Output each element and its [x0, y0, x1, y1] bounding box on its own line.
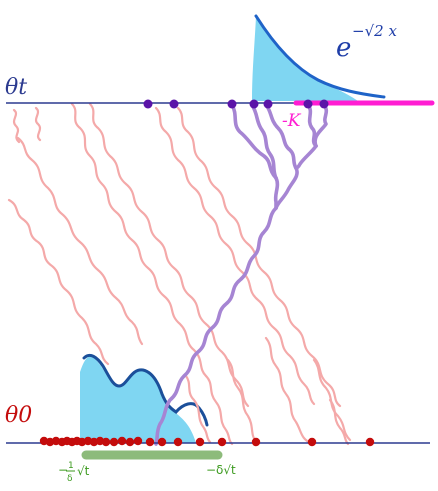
purple-path	[230, 103, 278, 180]
red-dots	[39, 436, 375, 447]
red-dot	[125, 437, 135, 447]
left-bound-prefix: −	[58, 463, 68, 477]
red-path	[226, 358, 258, 444]
purple-dot	[169, 99, 179, 109]
purple-path	[264, 103, 298, 170]
purple-dot	[303, 99, 313, 109]
red-path	[312, 358, 352, 442]
red-dot	[307, 437, 317, 447]
red-path	[328, 398, 350, 446]
purple-path	[294, 144, 318, 170]
red-path	[88, 102, 250, 408]
purple-paths	[154, 103, 329, 446]
left-bound-label: − 1 δ √t	[58, 461, 90, 484]
red-dot	[117, 436, 127, 446]
exp-base-label: e	[336, 33, 351, 63]
red-path	[204, 374, 234, 446]
red-path	[34, 106, 42, 142]
red-path	[264, 336, 314, 446]
theta-t-label: θt	[5, 75, 27, 100]
left-bound-denominator: δ	[67, 474, 73, 484]
exp-power-label: −√2 x	[352, 22, 397, 40]
red-dot	[133, 436, 143, 446]
red-path	[70, 102, 208, 378]
purple-dot	[319, 99, 329, 109]
purple-dot	[263, 99, 273, 109]
purple-dot	[143, 99, 153, 109]
red-path	[16, 136, 144, 346]
red-dot	[251, 437, 261, 447]
red-dot	[365, 437, 375, 447]
red-path	[12, 108, 21, 144]
red-dot	[157, 437, 167, 447]
left-bound-sqrt: √t	[77, 464, 90, 478]
purple-dots	[143, 99, 329, 109]
purple-dot	[249, 99, 259, 109]
red-dot	[195, 437, 205, 447]
minus-k-label: -K	[282, 111, 302, 131]
purple-path	[250, 103, 278, 180]
purple-path	[154, 206, 278, 446]
red-path	[176, 106, 342, 408]
right-bound-label: −δ√t	[206, 463, 236, 477]
theta-0-label: θ0	[5, 403, 32, 428]
red-path	[154, 106, 316, 406]
purple-path	[273, 176, 280, 210]
red-dot	[145, 437, 155, 447]
red-paths	[7, 102, 352, 446]
top-density-fill	[252, 16, 358, 101]
red-dot	[101, 437, 111, 447]
purple-dot	[227, 99, 237, 109]
purple-path	[313, 103, 329, 148]
purple-path	[274, 166, 299, 210]
red-path	[184, 374, 212, 444]
red-dot	[217, 437, 227, 447]
left-bound-numerator: 1	[68, 461, 74, 471]
red-path	[7, 198, 110, 366]
top-density-curve	[254, 14, 386, 99]
red-dot	[173, 437, 183, 447]
red-dot	[109, 437, 119, 447]
bottom-density-fill	[80, 356, 196, 443]
